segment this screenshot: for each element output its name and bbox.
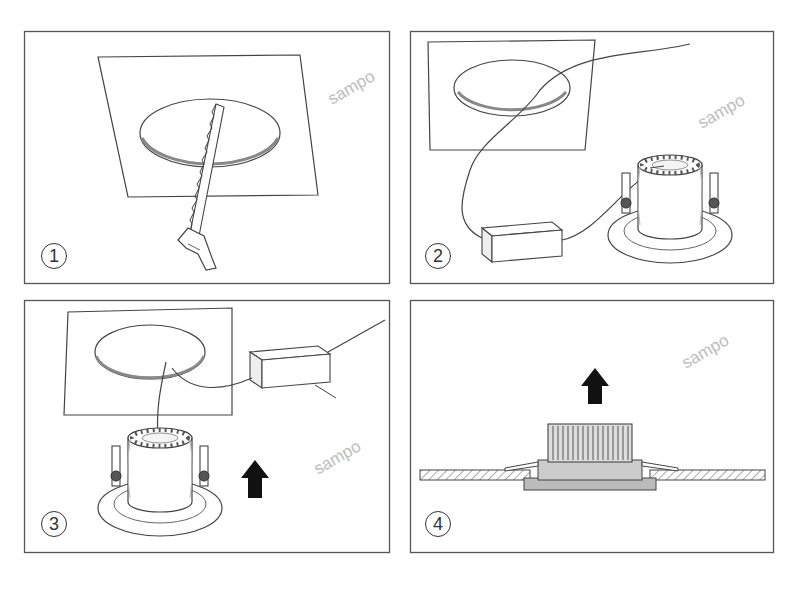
step-number-circle: 1: [41, 243, 67, 269]
step-number-circle: 3: [41, 511, 67, 537]
step-number: 4: [433, 515, 443, 533]
step-number-circle: 4: [425, 511, 451, 537]
watermark: sampo: [311, 437, 365, 480]
step-number: 3: [49, 515, 59, 533]
step-number-circle: 2: [425, 243, 451, 269]
watermark: sampo: [325, 67, 379, 110]
step-number: 2: [433, 247, 443, 265]
step-number: 1: [49, 247, 59, 265]
watermark: sampo: [679, 331, 733, 374]
watermark: sampo: [695, 91, 749, 134]
